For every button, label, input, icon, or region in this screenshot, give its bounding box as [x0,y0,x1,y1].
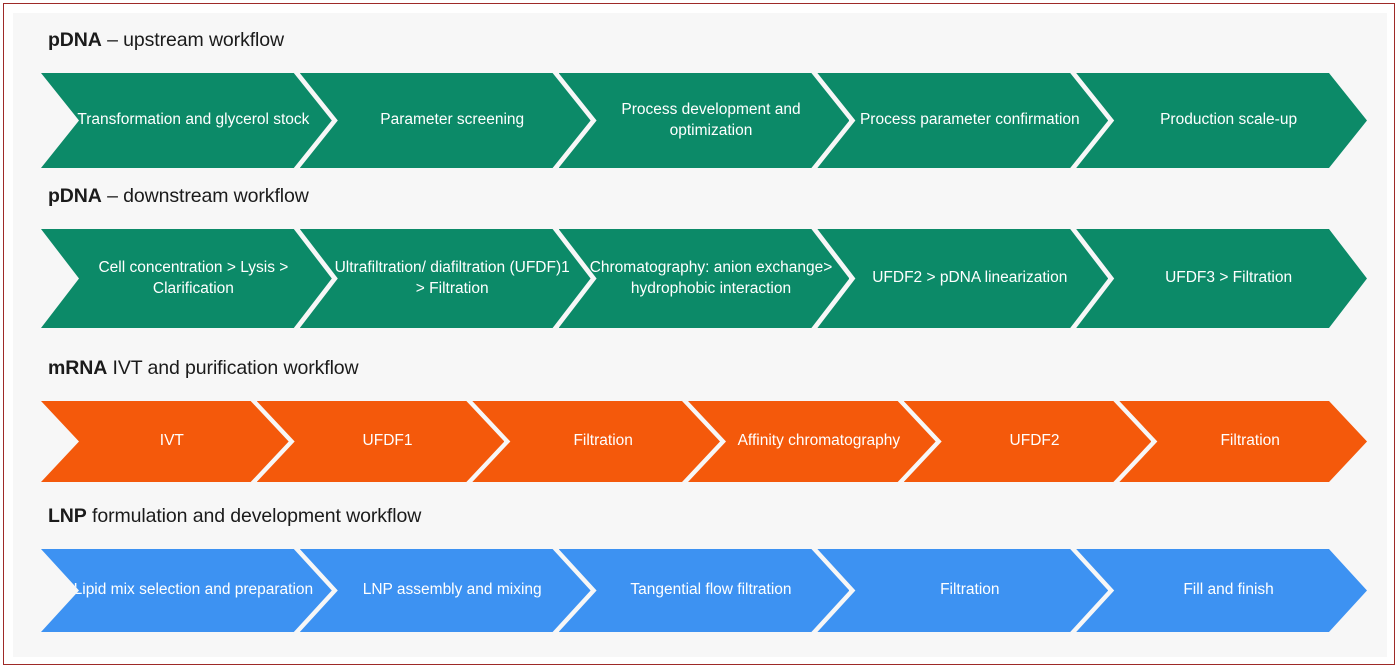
workflow-step-label: UFDF2 > pDNA linearization [872,269,1068,287]
row-title-downstream: pDNA – downstream workflow [48,185,309,208]
workflow-step[interactable]: Affinity chromatography [688,401,936,482]
workflow-step-label: Transformation and glycerol stock [77,111,310,129]
workflow-step-label: Tangential flow filtration [630,581,792,599]
row-title-emphasis: LNP [48,505,87,527]
workflow-step-label: Fill and finish [1183,581,1274,599]
workflow-step-label: UFDF2 [1009,432,1060,450]
workflow-step-label: Production scale-up [1160,111,1298,129]
workflow-step-label: UFDF1 [362,432,413,450]
workflow-step[interactable]: Parameter screening [300,73,591,168]
workflow-step[interactable]: Ultrafiltration/ diafiltration (UFDF)1 >… [300,229,591,328]
workflow-step-label: Filtration [940,581,1000,599]
workflow-step-label: Lipid mix selection and preparation [73,581,314,599]
row-title-emphasis: pDNA [48,185,102,207]
workflow-step-label: Filtration [1220,432,1280,450]
figure-frame: pDNA – upstream workflow Transformation … [3,3,1395,665]
workflow-step[interactable]: Transformation and glycerol stock [41,73,332,168]
workflow-step[interactable]: UFDF2 > pDNA linearization [817,229,1108,328]
workflow-step-label: Cell concentration > Lysis > Clarificati… [98,259,289,297]
workflow-step-label: UFDF3 > Filtration [1165,269,1293,287]
chevron-track-downstream: Cell concentration > Lysis > Clarificati… [41,229,1367,328]
workflow-step[interactable]: LNP assembly and mixing [300,549,591,632]
row-title-emphasis: pDNA [48,29,102,51]
row-title-rest: IVT and purification workflow [107,357,359,379]
workflow-step[interactable]: Filtration [1119,401,1367,482]
chevron-track-mrna: IVT UFDF1 Filtration Affinity chromatogr… [41,401,1367,482]
workflow-step[interactable]: Process parameter confirmation [817,73,1108,168]
workflow-step-label: Ultrafiltration/ diafiltration (UFDF)1 >… [334,259,570,297]
row-title-emphasis: mRNA [48,357,108,379]
chevron-track-lnp: Lipid mix selection and preparation LNP … [41,549,1367,632]
workflow-step-label: Process development and optimization [621,101,801,139]
workflow-step[interactable]: Cell concentration > Lysis > Clarificati… [41,229,332,328]
workflow-step[interactable]: Chromatography: anion exchange> hydropho… [559,229,850,328]
workflow-step-label: Filtration [573,432,633,450]
workflow-step[interactable]: Tangential flow filtration [559,549,850,632]
workflow-step-label: Affinity chromatography [737,432,901,450]
workflow-step-label: IVT [159,432,184,450]
row-title-upstream: pDNA – upstream workflow [48,29,284,52]
workflow-step[interactable]: UFDF3 > Filtration [1076,229,1367,328]
workflow-step-label: Parameter screening [380,111,525,129]
row-title-rest: – downstream workflow [101,185,309,207]
row-title-mrna: mRNA IVT and purification workflow [48,357,359,380]
chevron-track-upstream: Transformation and glycerol stock Parame… [41,73,1367,168]
workflow-step[interactable]: Process development and optimization [559,73,850,168]
workflow-step[interactable]: Filtration [472,401,720,482]
workflow-diagram: pDNA – upstream workflow Transformation … [13,13,1387,657]
row-title-rest: – upstream workflow [101,29,284,51]
workflow-step-label: LNP assembly and mixing [362,581,542,599]
row-title-rest: formulation and development workflow [86,505,422,527]
workflow-step[interactable]: UFDF2 [904,401,1152,482]
workflow-step[interactable]: UFDF1 [257,401,505,482]
workflow-step[interactable]: Filtration [817,549,1108,632]
workflow-step[interactable]: Production scale-up [1076,73,1367,168]
workflow-step-label: Process parameter confirmation [859,111,1080,129]
row-title-lnp: LNP formulation and development workflow [48,505,421,528]
workflow-step[interactable]: Fill and finish [1076,549,1367,632]
workflow-step-label: Chromatography: anion exchange> hydropho… [589,259,833,297]
workflow-step[interactable]: Lipid mix selection and preparation [41,549,332,632]
workflow-step[interactable]: IVT [41,401,289,482]
